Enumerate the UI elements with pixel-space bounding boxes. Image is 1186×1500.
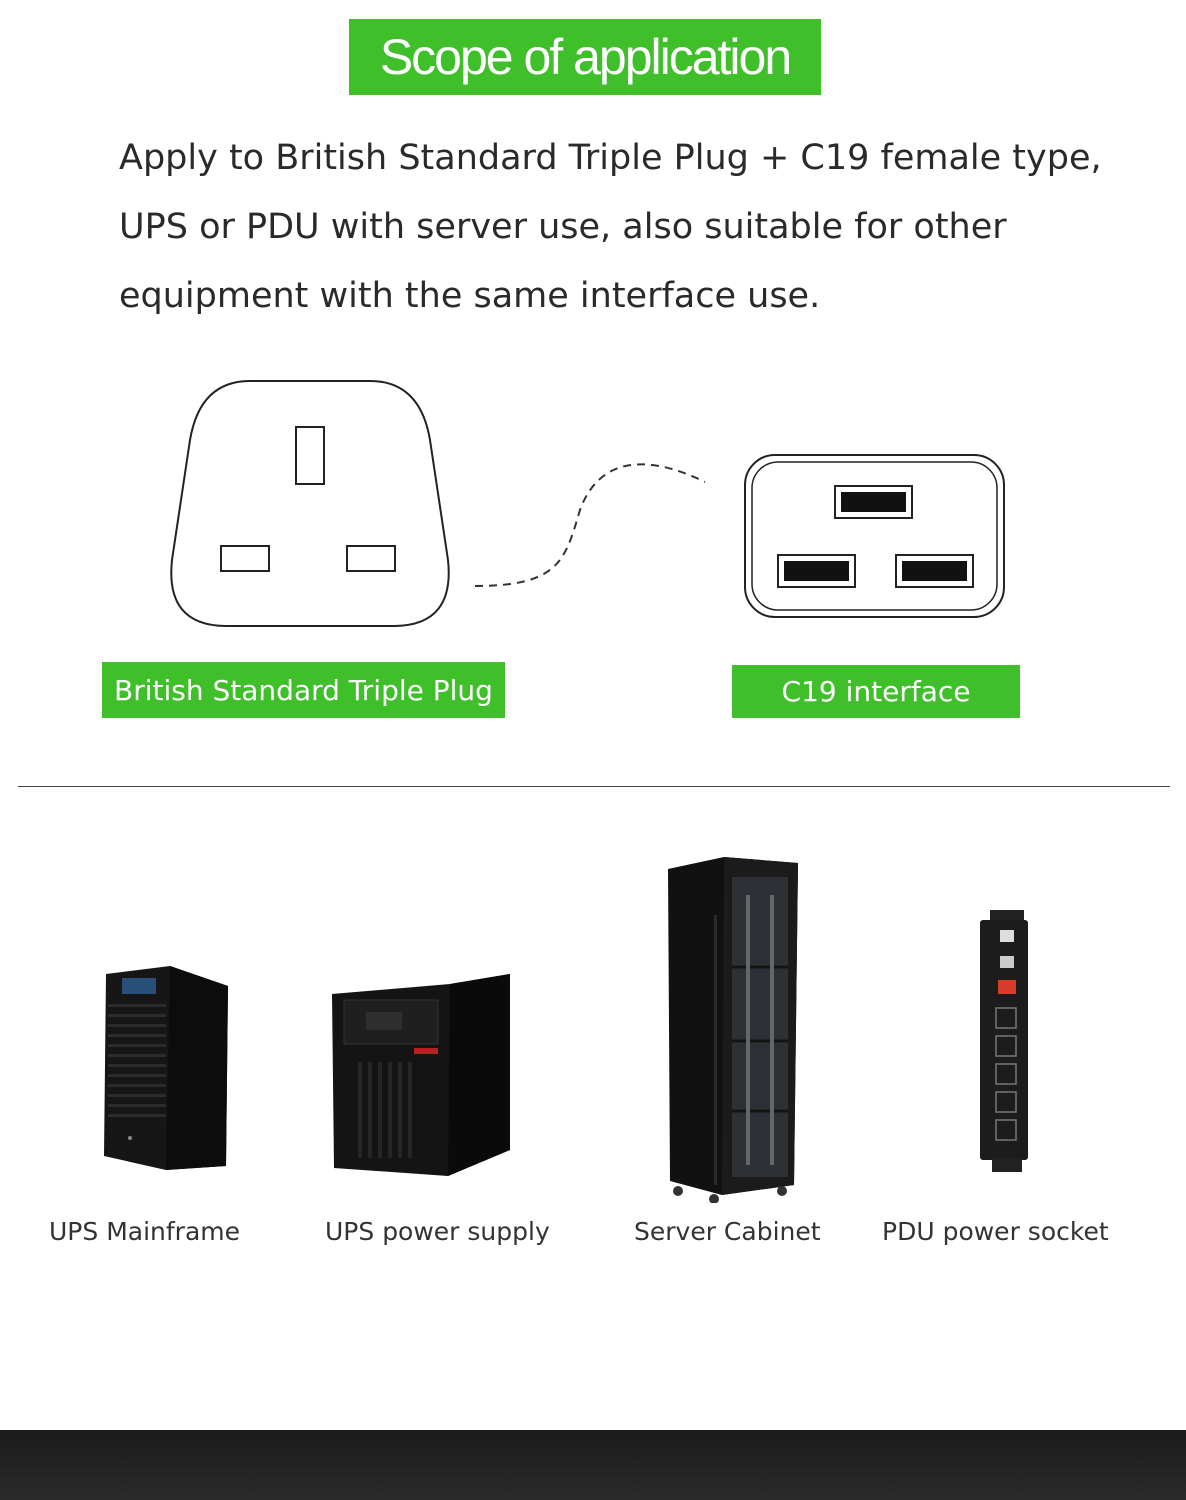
uk-plug-outline: [170, 380, 450, 627]
connection-diagram: [170, 380, 1005, 627]
product-label: UPS Mainframe: [49, 1217, 241, 1246]
ups-mainframe-image: [104, 966, 228, 1170]
dashed-cable: [474, 463, 706, 587]
intro-paragraph: Apply to British Standard Triple Plug + …: [119, 124, 1119, 331]
section-divider: [18, 786, 1170, 787]
c19-outline-outer: [744, 454, 1005, 618]
uk-plug-earth-pin: [295, 426, 325, 485]
product-label: Server Cabinet: [634, 1217, 821, 1246]
c19-outline-inner: [751, 461, 998, 611]
uk-plug-neutral-pin: [346, 545, 396, 572]
intro-line: equipment with the same interface use.: [119, 276, 821, 316]
footer-bar: [0, 1430, 1186, 1500]
uk-plug-live-pin: [220, 545, 270, 572]
section-title-banner: Scope of application: [349, 19, 821, 95]
c19-interface-label: C19 interface: [732, 665, 1020, 718]
server-cabinet-image: [668, 857, 798, 1203]
ups-power-supply-image: [332, 974, 510, 1176]
section-title: Scope of application: [379, 29, 792, 85]
pdu-power-socket-image: [980, 910, 1028, 1172]
uk-plug-label: British Standard Triple Plug: [102, 662, 505, 718]
intro-line: Apply to British Standard Triple Plug + …: [119, 138, 1102, 178]
intro-line: UPS or PDU with server use, also suitabl…: [119, 207, 1007, 247]
product-label: UPS power supply: [325, 1217, 550, 1246]
product-label: PDU power socket: [882, 1217, 1109, 1246]
